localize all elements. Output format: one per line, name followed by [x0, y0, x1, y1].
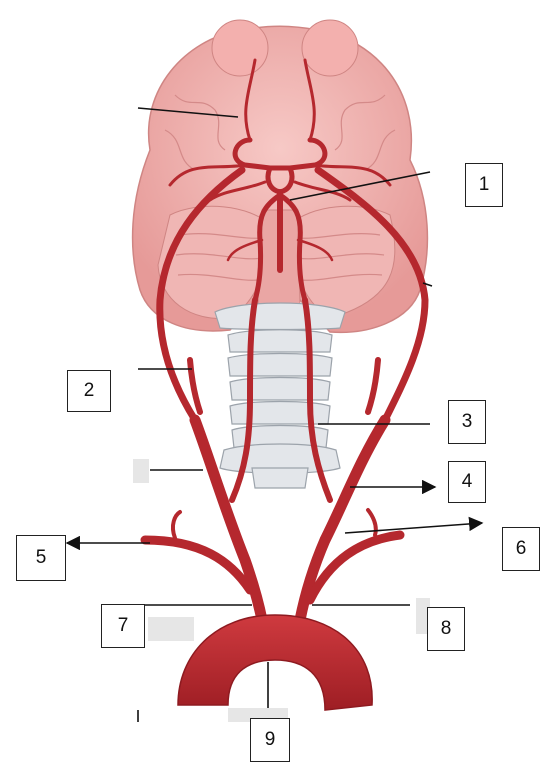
label-box-3: 3 — [448, 400, 486, 444]
subclavian-arteries — [145, 510, 400, 600]
label-box-9: 9 — [250, 718, 290, 762]
label-box-8: 8 — [427, 607, 465, 651]
leader-6 — [345, 523, 482, 533]
cervical-vertebrae — [215, 303, 345, 488]
label-box-6: 6 — [502, 527, 540, 571]
label-box-2: 2 — [67, 370, 111, 412]
label-box-4: 4 — [448, 461, 486, 503]
blank-label-7 — [148, 617, 194, 641]
label-box-1: 1 — [465, 163, 503, 207]
left-eye — [212, 20, 268, 76]
right-eye — [302, 20, 358, 76]
aortic-arch — [178, 615, 372, 710]
blank-label-left — [133, 459, 149, 483]
label-box-7: 7 — [101, 604, 145, 648]
label-box-5: 5 — [16, 535, 66, 581]
